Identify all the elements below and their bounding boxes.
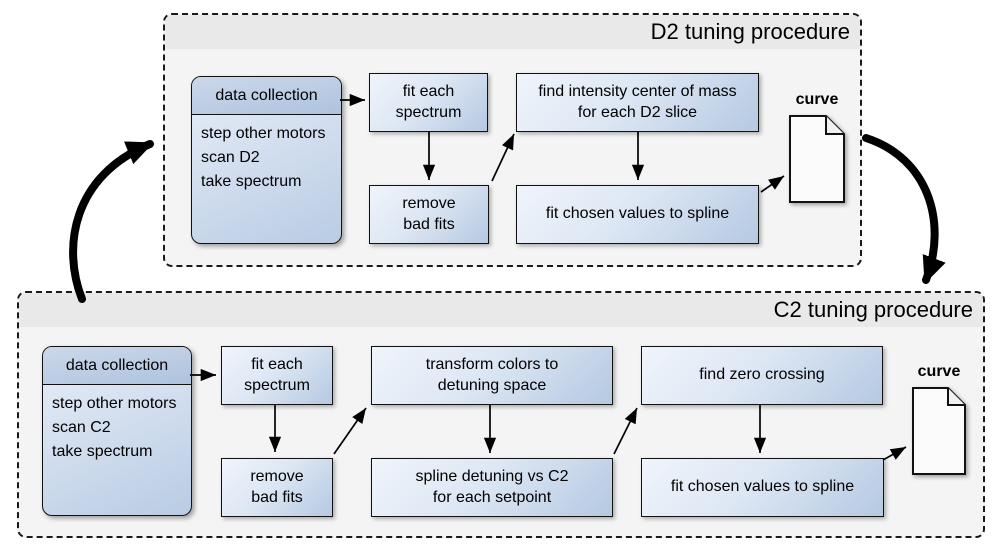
d2-data-collection-box: data collection step other motors scan D… xyxy=(191,76,342,244)
d2-procedure-container: D2 tuning procedure data collection step… xyxy=(163,13,862,267)
c2-step-remove-bad-fits: remove bad fits xyxy=(221,458,333,517)
d2-data-collection-header: data collection xyxy=(192,77,341,115)
c2-procedure-container: C2 tuning procedure data collection step… xyxy=(17,291,985,538)
d2-data-collection-body: step other motors scan D2 take spectrum xyxy=(201,125,326,190)
d2-step-remove-bad-fits: remove bad fits xyxy=(369,185,489,244)
c2-step-fit-each-spectrum: fit each spectrum xyxy=(221,346,333,405)
c2-step-find-zero-crossing: find zero crossing xyxy=(641,346,883,405)
c2-data-collection-body: step other motors scan C2 take spectrum xyxy=(52,395,177,460)
c2-data-collection-header: data collection xyxy=(43,347,191,385)
c2-step-fit-chosen-values: fit chosen values to spline xyxy=(641,458,884,517)
c2-step-spline-detuning: spline detuning vs C2 for each setpoint xyxy=(371,458,613,517)
d2-output-label: curve xyxy=(795,91,839,108)
arrow-d2-loop-to-c2 xyxy=(862,134,946,284)
c2-output-label: curve xyxy=(917,363,961,380)
d2-step-find-intensity-center: find intensity center of mass for each D… xyxy=(516,73,759,132)
c2-data-collection-box: data collection step other motors scan C… xyxy=(42,346,192,516)
document-icon xyxy=(789,115,845,208)
arrow-c2-loop-to-d2 xyxy=(69,140,154,303)
document-icon xyxy=(912,387,966,480)
d2-procedure-title: D2 tuning procedure xyxy=(165,15,860,49)
c2-step-transform-colors: transform colors to detuning space xyxy=(371,346,613,405)
d2-step-fit-each-spectrum: fit each spectrum xyxy=(369,73,488,132)
d2-step-fit-chosen-values: fit chosen values to spline xyxy=(516,185,759,244)
c2-procedure-title: C2 tuning procedure xyxy=(19,293,983,327)
